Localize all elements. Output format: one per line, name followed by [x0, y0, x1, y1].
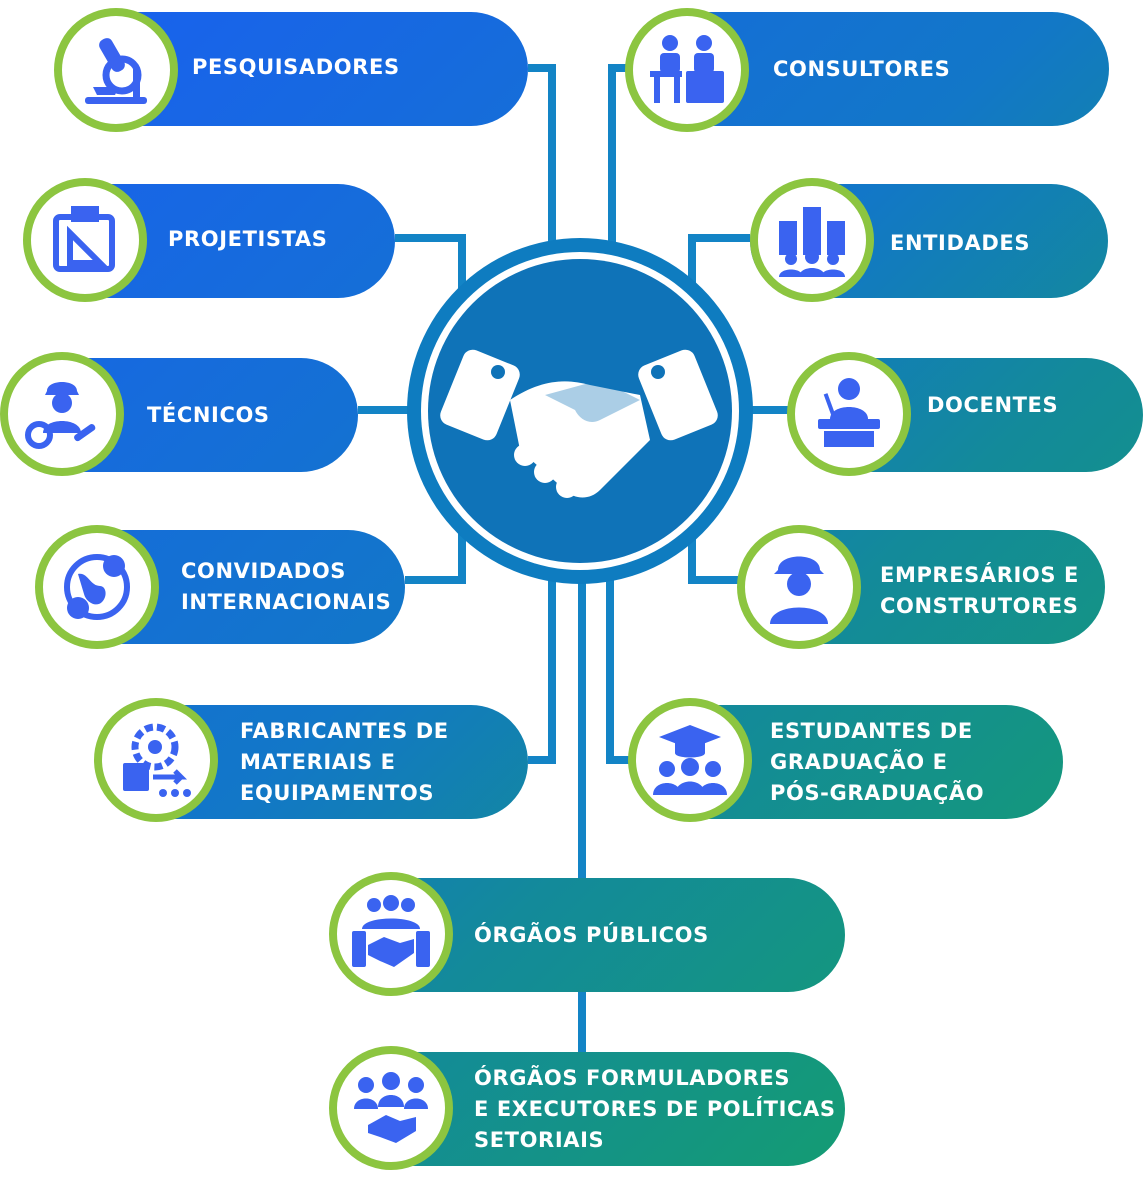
label-tecnicos: TÉCNICOS — [147, 358, 270, 472]
label-orgaos-publicos: ÓRGÃOS PÚBLICOS — [474, 878, 709, 992]
globe-people-icon — [64, 554, 130, 620]
teacher-lectern-icon — [818, 378, 880, 447]
ring-tecnicos — [0, 352, 124, 476]
graduation-group-icon — [653, 725, 727, 795]
label-convidados: CONVIDADOS INTERNACIONAIS — [181, 530, 391, 644]
ring-pesquisadores — [54, 8, 178, 132]
buildings-people-icon — [779, 207, 845, 277]
connector-projetistas — [395, 234, 466, 300]
node-text-entidades: ENTIDADES — [890, 230, 1031, 255]
label-projetistas: PROJETISTAS — [168, 182, 328, 296]
public-agency-handshake-icon — [352, 895, 430, 967]
ring-orgaos-publicos — [329, 872, 453, 996]
label-consultores: CONSULTORES — [773, 12, 950, 126]
handshake-icon — [440, 349, 718, 498]
node-text-orgaos-publicos: ÓRGÃOS PÚBLICOS — [474, 922, 709, 947]
label-docentes: DOCENTES — [927, 348, 1058, 462]
ring-projetistas — [23, 178, 147, 302]
ring-docentes — [787, 352, 911, 476]
label-entidades: ENTIDADES — [890, 186, 1030, 300]
ring-fabricantes — [94, 698, 218, 822]
factory-gear-icon — [123, 723, 191, 797]
ring-empresarios — [737, 525, 861, 649]
node-text-consultores: CONSULTORES — [773, 56, 951, 81]
technician-tools-icon — [25, 382, 96, 449]
label-estudantes: ESTUDANTES DE GRADUAÇÃO E PÓS-GRADUAÇÃO — [770, 705, 984, 819]
policy-makers-icon — [354, 1072, 428, 1143]
node-text-empresarios: EMPRESÁRIOS E CONSTRUTORES — [880, 563, 1079, 618]
consultation-desk-icon — [650, 35, 724, 103]
label-pesquisadores: PESQUISADORES — [192, 10, 400, 124]
pill-orgaos-formuladores — [335, 1052, 845, 1166]
connector-convidados — [405, 520, 466, 584]
node-text-fabricantes: FABRICANTES DE MATERIAIS E EQUIPAMENTOS — [240, 718, 449, 805]
node-text-estudantes: ESTUDANTES DE GRADUAÇÃO E PÓS-GRADUAÇÃO — [770, 718, 985, 805]
builder-helmet-icon — [770, 556, 828, 624]
microscope-icon — [85, 38, 147, 104]
pill-pesquisadores — [70, 12, 528, 126]
ring-estudantes — [628, 698, 752, 822]
ring-orgaos-formuladores — [329, 1046, 453, 1170]
node-text-tecnicos: TÉCNICOS — [147, 402, 270, 427]
ring-entidades — [750, 178, 874, 302]
label-orgaos-formuladores: ÓRGÃOS FORMULADORES E EXECUTORES DE POLÍ… — [474, 1052, 836, 1166]
node-text-convidados: CONVIDADOS INTERNACIONAIS — [181, 559, 392, 614]
node-text-projetistas: PROJETISTAS — [168, 226, 328, 251]
connector-fabricantes — [528, 580, 556, 764]
label-fabricantes: FABRICANTES DE MATERIAIS E EQUIPAMENTOS — [240, 705, 449, 819]
node-text-orgaos-formuladores: ÓRGÃOS FORMULADORES E EXECUTORES DE POLÍ… — [474, 1065, 836, 1152]
connector-estudantes — [606, 580, 635, 764]
blueprint-icon — [53, 206, 115, 272]
label-empresarios: EMPRESÁRIOS E CONSTRUTORES — [880, 534, 1079, 648]
ring-convidados — [35, 525, 159, 649]
ring-consultores — [625, 8, 749, 132]
node-text-docentes: DOCENTES — [927, 392, 1059, 417]
pill-consultores — [637, 12, 1109, 126]
connector-pesquisadores — [528, 64, 556, 242]
node-text-pesquisadores: PESQUISADORES — [192, 54, 400, 79]
pill-orgaos-publicos — [335, 878, 845, 992]
